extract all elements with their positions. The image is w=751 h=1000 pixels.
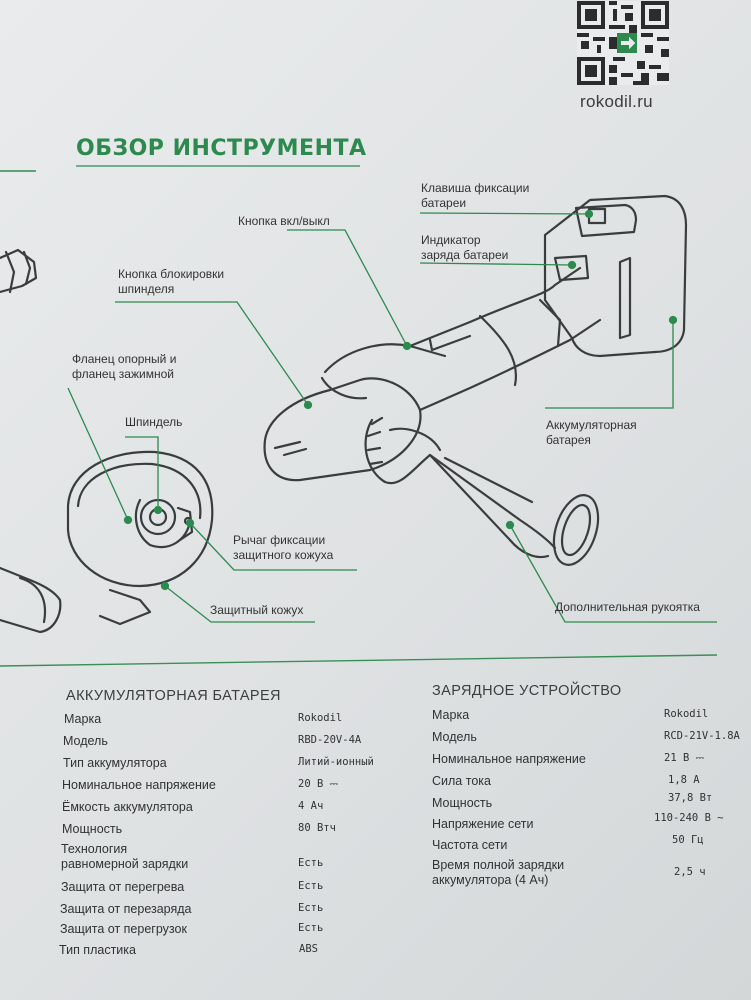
callout-battery-pack: Аккумуляторная батарея <box>546 418 637 447</box>
tool-illustration <box>0 165 718 667</box>
battery-spec-label: Тип аккумулятора <box>63 756 167 770</box>
qr-code <box>577 1 669 85</box>
charger-spec-label: Сила тока <box>432 774 491 788</box>
battery-spec-label: Мощность <box>62 822 123 836</box>
charger-spec-label: Частота сети <box>432 838 508 852</box>
charger-spec-value: 1,8 А <box>668 774 700 786</box>
page-title: ОБЗОР ИНСТРУМЕНТА <box>76 136 367 161</box>
battery-spec-value: 80 Втч <box>298 822 336 834</box>
website-url: rokodil.ru <box>580 92 653 111</box>
charger-spec-label: Напряжение сети <box>432 817 534 831</box>
battery-spec-value: RBD-20V-4A <box>298 734 362 746</box>
callout-guard: Защитный кожух <box>210 603 304 617</box>
battery-spec-label: Защита от перезаряда <box>60 902 192 916</box>
charger-spec-label: Модель <box>432 730 477 744</box>
battery-spec-label: Номинальное напряжение <box>62 778 216 792</box>
battery-spec-value: Литий-ионный <box>298 756 374 768</box>
callout-flanges: Фланец опорный и фланец зажимной <box>72 352 177 381</box>
charger-spec-value: 37,8 Вт <box>668 792 713 804</box>
charger-spec-value: 21 В ⎓ <box>664 752 704 764</box>
callout-spindle-lock-button: Кнопка блокировки шпинделя <box>118 267 225 296</box>
battery-spec-value: 4 Ач <box>298 800 324 812</box>
battery-spec-label: Защита от перегрева <box>61 880 185 894</box>
battery-spec-value: ABS <box>299 943 318 955</box>
battery-spec-value: Есть <box>298 902 324 914</box>
callout-extra-handle: Дополнительная рукоятка <box>555 600 700 614</box>
battery-spec-label: Тип пластика <box>59 943 136 957</box>
charger-spec-label: Время полной зарядки аккумулятора (4 Ач) <box>432 858 565 887</box>
battery-spec-value: Есть <box>298 922 324 934</box>
battery-spec-value: Есть <box>298 857 324 869</box>
charger-specs-title: ЗАРЯДНОЕ УСТРОЙСТВО <box>432 683 622 699</box>
callout-battery-indicator: Индикатор заряда батареи <box>421 233 509 262</box>
battery-spec-label: Марка <box>64 712 102 726</box>
callout-guard-lever: Рычаг фиксации защитного кожуха <box>233 533 334 562</box>
battery-spec-label: Ёмкость аккумулятора <box>62 800 193 814</box>
charger-spec-label: Марка <box>432 708 470 722</box>
battery-spec-value: 20 В ⎓ <box>298 778 338 790</box>
callout-spindle: Шпиндель <box>125 415 183 429</box>
battery-spec-value: Rokodil <box>298 712 343 724</box>
charger-spec-label: Мощность <box>432 796 493 810</box>
charger-spec-value: 110-240 В ~ <box>654 812 724 824</box>
charger-spec-value: 50 Гц <box>672 834 704 846</box>
battery-spec-label: Модель <box>63 734 108 748</box>
callout-power-button: Кнопка вкл/выкл <box>238 214 330 228</box>
callout-battery-lock-key: Клавиша фиксации батареи <box>421 181 530 210</box>
battery-spec-label: Технология равномерной зарядки <box>61 842 189 871</box>
battery-spec-label: Защита от перегрузок <box>60 922 187 936</box>
charger-spec-value: Rokodil <box>664 708 709 720</box>
battery-specs-title: АККУМУЛЯТОРНАЯ БАТАРЕЯ <box>66 688 281 704</box>
charger-spec-label: Номинальное напряжение <box>432 752 586 766</box>
charger-spec-value: 2,5 ч <box>674 866 706 878</box>
charger-spec-value: RCD-21V-1.8A <box>664 730 740 742</box>
battery-spec-value: Есть <box>298 880 324 892</box>
